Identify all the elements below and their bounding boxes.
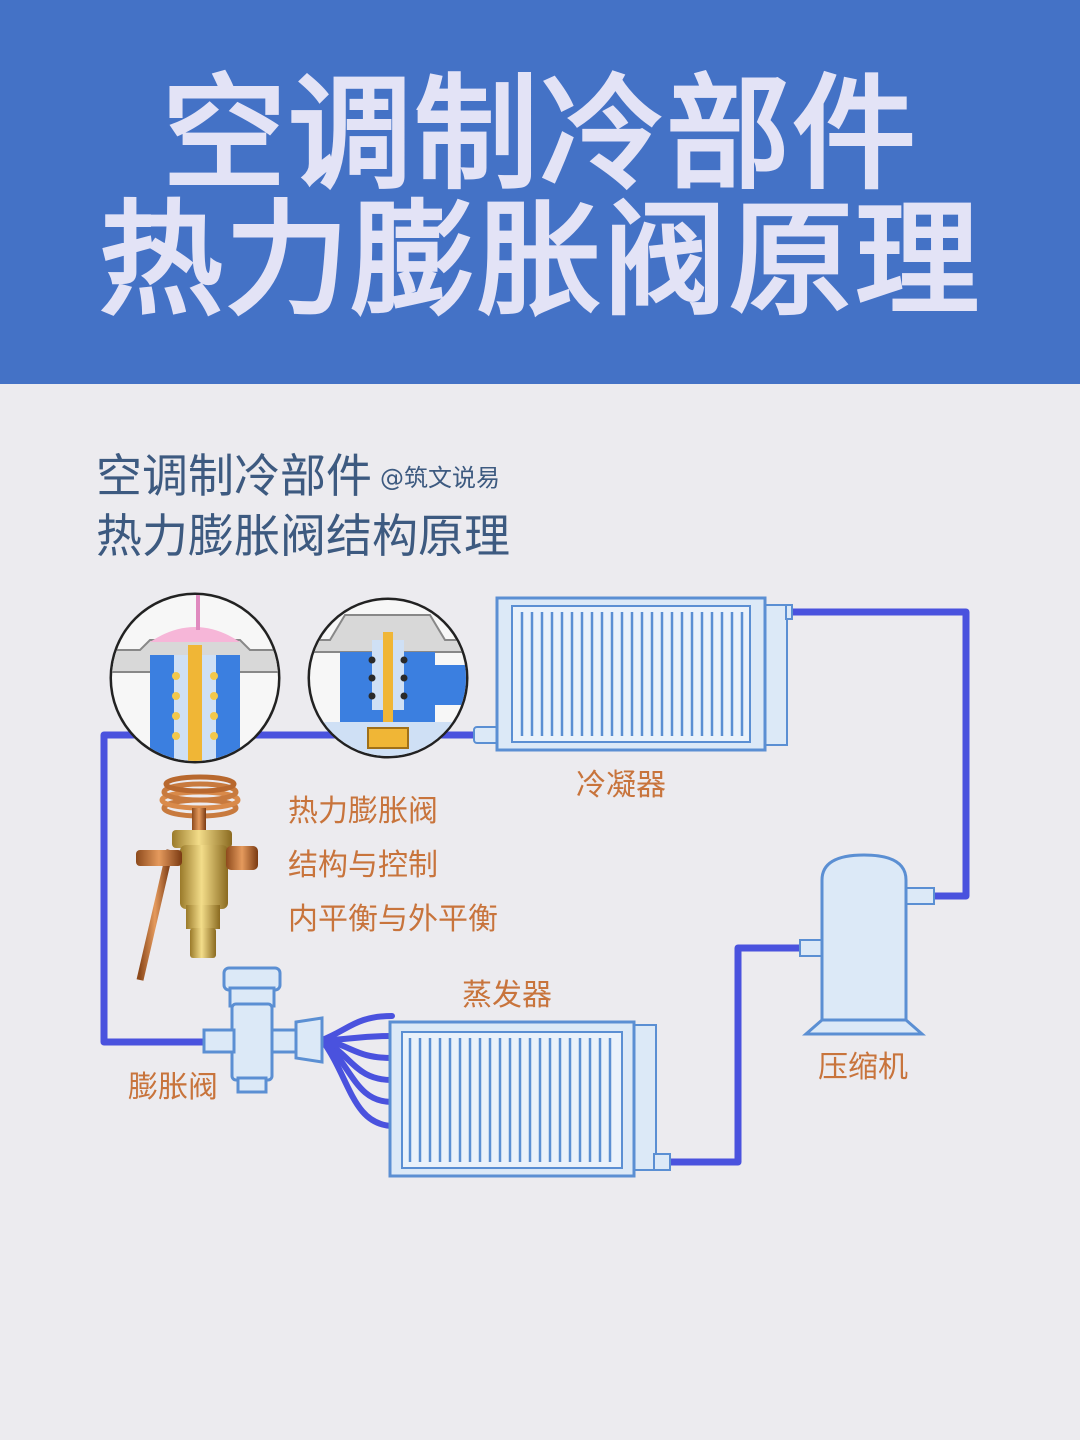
- valve-cutaway-icon: [109, 592, 281, 764]
- evaporator-label: 蒸发器: [462, 978, 552, 1013]
- pipe-condenser-to-valve: [100, 731, 482, 1046]
- info-list-item: 结构与控制: [288, 848, 438, 883]
- info-list-item: 热力膨胀阀: [288, 794, 438, 829]
- title-banner: 空调制冷部件 热力膨胀阀原理: [0, 0, 1080, 384]
- info-list-item: 内平衡与外平衡: [288, 902, 498, 937]
- author-credit: @筑文说易: [380, 464, 500, 492]
- expansion-valve-schematic: [202, 966, 324, 1094]
- condenser-header: [762, 604, 788, 746]
- evaporator-header: [631, 1024, 657, 1171]
- condenser-fins: [520, 612, 744, 736]
- banner-title-line2: 热力膨胀阀原理: [98, 189, 981, 333]
- valve-section-icon: [307, 597, 469, 759]
- evaporator: [388, 1020, 671, 1178]
- distributor-tubes: [319, 1013, 395, 1129]
- refrigerant-pipes: [100, 608, 970, 1166]
- compressor-label: 压缩机: [818, 1050, 908, 1085]
- banner-title-line1: 空调制冷部件: [161, 63, 918, 207]
- pipe-evaporator-to-compressor: [664, 944, 810, 1166]
- expansion-valve-label: 膨胀阀: [128, 1070, 218, 1105]
- compressor-icon: [799, 853, 935, 1036]
- evaporator-outlet-stub: [653, 1153, 671, 1171]
- subtitle-text: 空调制冷部件: [96, 449, 372, 503]
- expansion-valve-photo-icon: [136, 774, 258, 981]
- subtitle-line2: 热力膨胀阀结构原理: [96, 509, 510, 563]
- condenser: [473, 596, 793, 752]
- pipe-compressor-to-condenser: [786, 608, 970, 900]
- evaporator-fins: [408, 1038, 612, 1162]
- condenser-inlet-stub: [785, 604, 793, 620]
- condenser-label: 冷凝器: [576, 768, 666, 803]
- subtitle-line1: 空调制冷部件 @筑文说易: [96, 448, 500, 506]
